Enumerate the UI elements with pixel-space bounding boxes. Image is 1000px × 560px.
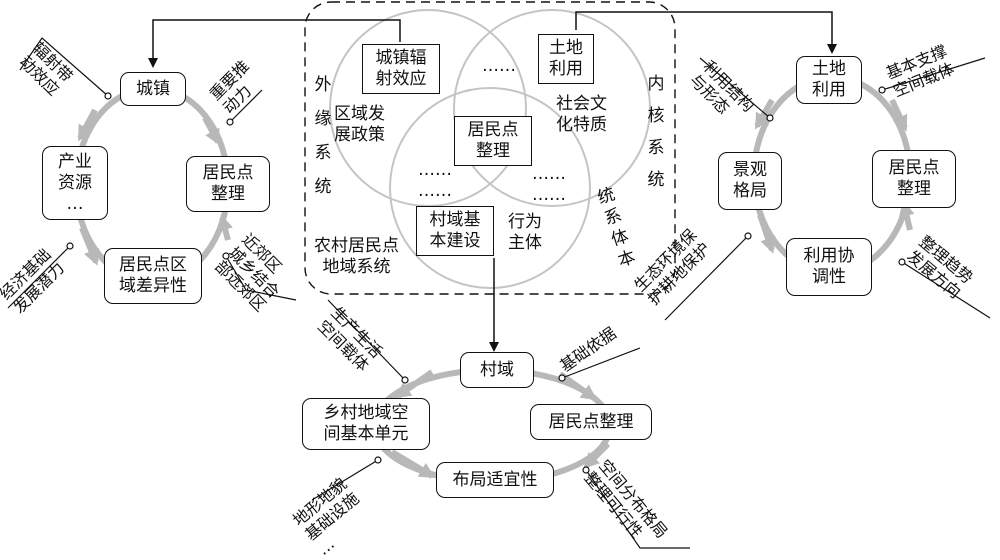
use-coordination-node: 利用协 调性	[786, 238, 872, 296]
inner-system-label: 内核系统	[647, 74, 665, 190]
leader-right-tl	[699, 57, 771, 119]
leader-left-tr	[229, 89, 263, 123]
dots-top: ……	[482, 56, 516, 76]
bottom-cycle-arrow-3	[390, 449, 436, 479]
bottom-cycle-arrow-1	[558, 371, 598, 401]
leader-right-br	[901, 261, 991, 319]
system-boundary	[304, 1, 676, 295]
leader-dot	[374, 456, 382, 464]
right-cycle-arrow-2	[898, 200, 915, 231]
rural-unit-node: 乡村地域空 间基本单元	[302, 398, 430, 450]
dots-right: …… ……	[532, 164, 566, 205]
leader-dot	[104, 92, 112, 100]
land-use-center-box: 土地 利用	[538, 34, 594, 84]
leader-dot	[878, 86, 886, 94]
culture-label: 社会文 化特质	[556, 94, 607, 135]
regional-difference-node: 居民点区 域差异性	[104, 248, 202, 304]
left-cycle-arrow-3	[79, 226, 99, 266]
right-cycle-arrow-3	[757, 214, 776, 254]
village-node: 村域	[460, 352, 534, 388]
leader-dot	[226, 118, 234, 126]
core-settlement-box: 居民点 整理	[454, 116, 532, 166]
left-cycle-arrow-1	[202, 116, 221, 146]
leader-dot	[766, 114, 774, 122]
leader-dot	[582, 466, 590, 474]
venn-circle-right	[453, 9, 651, 207]
town-node: 城镇	[120, 72, 186, 106]
dots-mid: …… ……	[418, 160, 452, 201]
leader-left-bl	[7, 245, 71, 309]
leader-bottom-br	[585, 469, 690, 549]
leader-bottom-tr	[561, 347, 641, 379]
leader-dot	[66, 242, 74, 250]
leader-bottom-bl	[311, 459, 379, 501]
outer-system-label: 外缘系统	[314, 75, 332, 197]
right-cycle-arrow-1	[889, 98, 908, 132]
leader-left-tl	[19, 37, 109, 97]
arrow-to-town	[148, 19, 401, 68]
village-build-box: 村域基 本建设	[416, 206, 494, 256]
bottom-cycle-arrow-2	[583, 441, 611, 469]
leader-right-bl	[664, 235, 749, 321]
leader-left-br	[225, 255, 297, 301]
arrow-to-land	[575, 11, 837, 54]
land-use-node: 土地 利用	[796, 56, 862, 104]
leader-dot	[401, 376, 409, 384]
rural-system-label: 农村居民点 地域系统	[314, 236, 399, 277]
leader-dot	[558, 374, 566, 382]
regional-policy-label: 区域发 展政策	[334, 104, 385, 145]
actor-label: 行为 主体	[508, 212, 542, 253]
town-radiation-box: 城镇辐 射效应	[362, 44, 440, 94]
bottom-cycle-arrow-4	[394, 369, 434, 399]
leader-bottom-tl	[327, 299, 406, 381]
landscape-pattern-node: 景观 格局	[718, 152, 782, 210]
venn-circle-bottom	[389, 87, 591, 289]
industry-resource-node: 产业 资源 …	[42, 146, 108, 220]
leader-dot	[222, 252, 230, 260]
settlement-arrange-node-bottom: 居民点整理	[530, 404, 652, 440]
leader-dot	[898, 258, 906, 266]
layout-suitability-node: 布局适宜性	[436, 462, 554, 498]
left-cycle-arrow-2	[217, 214, 233, 241]
leader-right-tr	[881, 57, 986, 91]
settlement-arrange-node-left: 居民点 整理	[186, 156, 270, 212]
leader-dot	[744, 232, 752, 240]
settlement-arrange-node-right: 居民点 整理	[872, 150, 956, 208]
left-cycle-arrow-4	[77, 108, 98, 142]
